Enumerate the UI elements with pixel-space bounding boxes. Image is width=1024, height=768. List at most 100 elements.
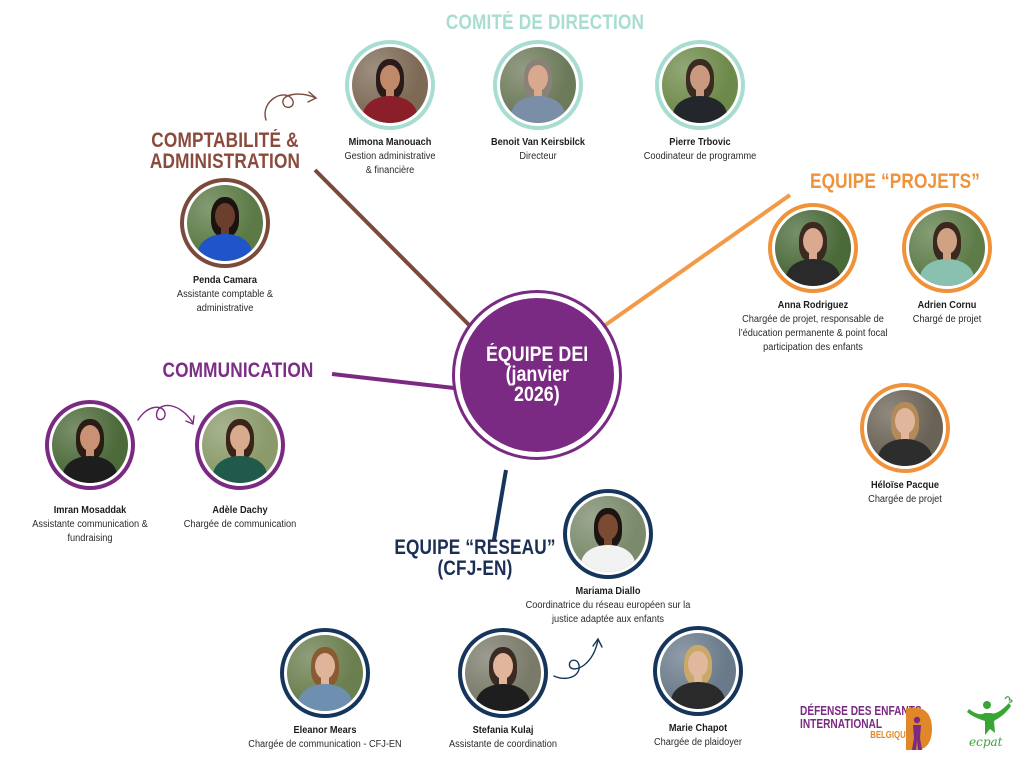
person-role: administrative: [196, 303, 254, 314]
person-role: Directeur: [519, 151, 557, 162]
connector-projets: [602, 193, 792, 328]
person-caption: Benoit Van Keirsbilck Directeur: [437, 136, 639, 164]
person-imran-mosaddak: Imran Mosaddak Assistante communication …: [10, 400, 170, 546]
person-adele-dachy: Adèle Dachy Chargée de communication: [130, 400, 350, 532]
person-name: Pierre Trbovic: [669, 137, 731, 148]
person-name: Penda Camara: [193, 275, 257, 286]
person-pierre-trbovic: Pierre Trbovic Coodinateur de programme: [590, 40, 810, 164]
ecpat-logo-text: ecpat: [969, 735, 1003, 749]
person-name: Benoit Van Keirsbilck: [490, 137, 586, 148]
person-penda-camara: Penda Camara Assistante comptable & admi…: [115, 178, 335, 316]
person-role: Chargée de communication: [183, 519, 297, 530]
center-node: ÉQUIPE DEI (janvier 2026): [452, 290, 622, 460]
person-stefania-kulaj: Stefania Kulaj Assistante de coordinatio…: [393, 628, 613, 752]
portrait-photo: [352, 47, 428, 123]
person-role: Chargé de projet: [912, 314, 982, 325]
person-heloise-pacque: Héloïse Pacque Chargée de projet: [830, 383, 980, 507]
dei-logo-line: DÉFENSE DES ENFANTS: [800, 703, 922, 718]
person-adrien-cornu: Adrien Cornu Chargé de projet: [872, 203, 1022, 327]
person-caption: Adrien Cornu Chargé de projet: [878, 299, 1016, 327]
photo-frame: [655, 40, 745, 130]
person-mariama-diallo: Mariama Diallo Coordinatrice du réseau e…: [498, 489, 718, 627]
center-line: (janvier: [505, 363, 569, 386]
person-role: & financière: [365, 165, 415, 176]
heading-line: EQUIPE “RESEAU”: [394, 536, 556, 559]
person-name: Mariama Diallo: [575, 586, 641, 597]
person-benoit-van-keirsbilck: Benoit Van Keirsbilck Directeur: [428, 40, 648, 164]
portrait-photo: [465, 635, 541, 711]
heading-comptabilite: COMPTABILITÉ & ADMINISTRATION: [135, 130, 315, 172]
photo-frame: [860, 383, 950, 473]
person-role: Chargée de projet: [868, 494, 942, 505]
dei-d-icon: [906, 708, 932, 750]
portrait-photo: [775, 210, 851, 286]
person-role: Coodinateur de programme: [643, 151, 757, 162]
connector-communication: [331, 372, 455, 390]
center-line: 2026): [514, 383, 560, 406]
portrait-photo: [570, 496, 646, 572]
portrait-photo: [202, 407, 278, 483]
curly-arrow-icon: [553, 637, 603, 680]
person-anna-rodriguez: Anna Rodriguez Chargée de projet, respon…: [703, 203, 923, 355]
heading-projets: EQUIPE “PROJETS”: [809, 170, 981, 193]
person-name: Adrien Cornu: [917, 300, 977, 311]
person-caption: Marie Chapot Chargée de plaidoyer: [597, 722, 799, 750]
photo-frame: [768, 203, 858, 293]
portrait-photo: [909, 210, 985, 286]
heading-line: ADMINISTRATION: [149, 150, 301, 173]
photo-frame: [902, 203, 992, 293]
person-role: justice adaptée aux enfants: [551, 614, 665, 625]
dei-logo-text: DÉFENSE DES ENFANTS INTERNATIONAL BELGIQ…: [800, 704, 922, 742]
photo-frame: [653, 626, 743, 716]
person-role: l’éducation permanente & point focal: [738, 328, 888, 339]
person-role: Chargée de projet, responsable de: [742, 314, 884, 325]
dei-belgique-logo: DÉFENSE DES ENFANTS INTERNATIONAL BELGIQ…: [800, 704, 935, 754]
dei-logo-line: INTERNATIONAL: [800, 716, 883, 731]
photo-frame: [280, 628, 370, 718]
photo-frame: [195, 400, 285, 490]
person-caption: Imran Mosaddak Assistante communication …: [16, 504, 163, 546]
person-role: Assistante comptable &: [176, 289, 274, 300]
person-role: Assistante communication &: [32, 519, 148, 530]
photo-frame: [563, 489, 653, 579]
connector-reseau: [492, 469, 508, 541]
photo-frame: [45, 400, 135, 490]
portrait-photo: [287, 635, 363, 711]
photo-frame: [180, 178, 270, 268]
person-caption: Pierre Trbovic Coodinateur de programme: [599, 136, 801, 164]
photo-frame: [345, 40, 435, 130]
portrait-photo: [52, 407, 128, 483]
portrait-photo: [867, 390, 943, 466]
heading-reseau: EQUIPE “RESEAU” (CFJ-EN): [385, 537, 565, 579]
person-name: Marie Chapot: [668, 723, 728, 734]
heading-comite-direction: COMITÉ DE DIRECTION: [445, 11, 645, 34]
person-role: Chargée de communication - CFJ-EN: [248, 739, 402, 750]
person-role: Coordinatrice du réseau européen sur la: [525, 600, 691, 611]
curly-arrow-icon: [137, 404, 195, 426]
ecpat-figure-icon: [967, 696, 1013, 735]
curly-arrow-icon: [264, 91, 318, 121]
photo-frame: [493, 40, 583, 130]
person-caption: Héloïse Pacque Chargée de projet: [836, 479, 974, 507]
portrait-photo: [660, 633, 736, 709]
heading-communication: COMMUNICATION: [162, 359, 314, 382]
person-name: Imran Mosaddak: [53, 505, 127, 516]
center-label: ÉQUIPE DEI (janvier 2026): [460, 298, 614, 452]
person-caption: Adèle Dachy Chargée de communication: [139, 504, 341, 532]
person-name: Héloïse Pacque: [870, 480, 939, 491]
person-caption: Mimona Manouach Gestion administrative &…: [289, 136, 491, 178]
person-role: fundraising: [67, 533, 113, 544]
person-marie-chapot: Marie Chapot Chargée de plaidoyer: [588, 626, 808, 750]
person-name: Adèle Dachy: [212, 505, 268, 516]
portrait-photo: [500, 47, 576, 123]
person-mimona-manouach: Mimona Manouach Gestion administrative &…: [280, 40, 500, 178]
person-name: Mimona Manouach: [348, 137, 432, 148]
person-caption: Mariama Diallo Coordinatrice du réseau e…: [507, 585, 709, 627]
person-role: Assistante de coordination: [449, 739, 557, 750]
person-name: Eleanor Mears: [293, 725, 357, 736]
heading-line: (CFJ-EN): [437, 557, 513, 580]
person-caption: Penda Camara Assistante comptable & admi…: [124, 274, 326, 316]
person-role: participation des enfants: [763, 342, 863, 353]
